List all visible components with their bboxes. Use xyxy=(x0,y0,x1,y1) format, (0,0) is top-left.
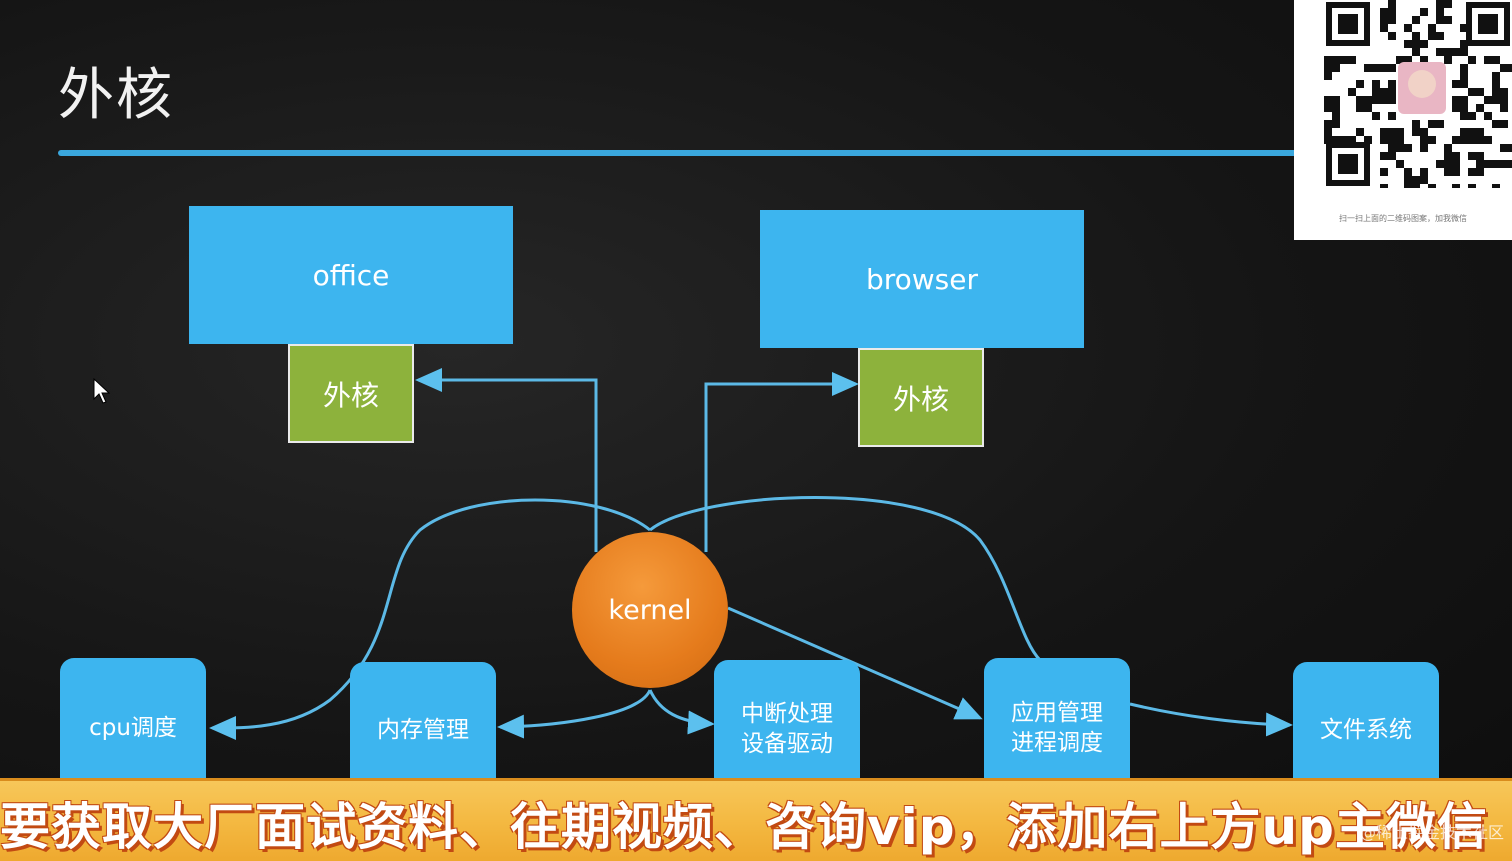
module-label: 中断处理 xyxy=(741,701,833,727)
mouse-cursor-icon xyxy=(93,378,111,404)
app-label-browser: browser xyxy=(865,262,979,296)
module-label: 设备驱动 xyxy=(741,731,833,757)
exokernel-label-office: 外核 xyxy=(322,378,379,412)
app-box-browser: browser xyxy=(760,210,1084,348)
kernel-circle: kernel xyxy=(572,532,728,688)
module-label: 文件系统 xyxy=(1320,717,1412,743)
qr-code-icon xyxy=(1324,0,1512,188)
slide-title: 外核 xyxy=(58,63,174,128)
title-underline xyxy=(58,150,1298,156)
promo-banner: 要获取大厂面试资料、往期视频、咨询vip，添加右上方up主微信 @稀土掘金技术社… xyxy=(0,778,1512,861)
wire-kernel-memory xyxy=(497,689,652,739)
exokernel-box-office: 外核 xyxy=(288,344,414,443)
module-file-system: 文件系统 xyxy=(1293,662,1439,798)
watermark-text: @稀土掘金技术社区 xyxy=(1359,823,1504,842)
wire-kernel-interrupt xyxy=(648,689,715,735)
module-cpu-scheduling: cpu调度 xyxy=(60,658,206,798)
wire-app-filesystem xyxy=(1129,702,1293,737)
module-label: 内存管理 xyxy=(377,717,469,743)
module-label: 应用管理 xyxy=(1011,700,1103,726)
qr-code-panel: 扫一扫上面的二维码图案，加我微信 xyxy=(1294,0,1512,240)
exokernel-box-browser: 外核 xyxy=(858,348,984,447)
wire-kernel-app-mgmt xyxy=(649,496,1042,662)
module-label: 进程调度 xyxy=(1011,730,1103,756)
wire-kernel-office-shell xyxy=(415,368,598,552)
exokernel-label-browser: 外核 xyxy=(892,382,949,416)
module-app-process: 应用管理 进程调度 xyxy=(984,658,1130,798)
module-interrupt-driver: 中断处理 设备驱动 xyxy=(714,660,860,798)
app-label-office: office xyxy=(312,258,390,292)
qr-caption: 扫一扫上面的二维码图案，加我微信 xyxy=(1339,214,1467,223)
module-label: cpu调度 xyxy=(89,715,177,741)
wire-kernel-cpu xyxy=(209,498,651,741)
kernel-label: kernel xyxy=(608,594,692,626)
promo-banner-text: 要获取大厂面试资料、往期视频、咨询vip，添加右上方up主微信 xyxy=(0,798,1488,856)
wire-kernel-browser-shell xyxy=(704,372,859,552)
module-memory-management: 内存管理 xyxy=(350,662,496,798)
app-box-office: office xyxy=(189,206,513,344)
